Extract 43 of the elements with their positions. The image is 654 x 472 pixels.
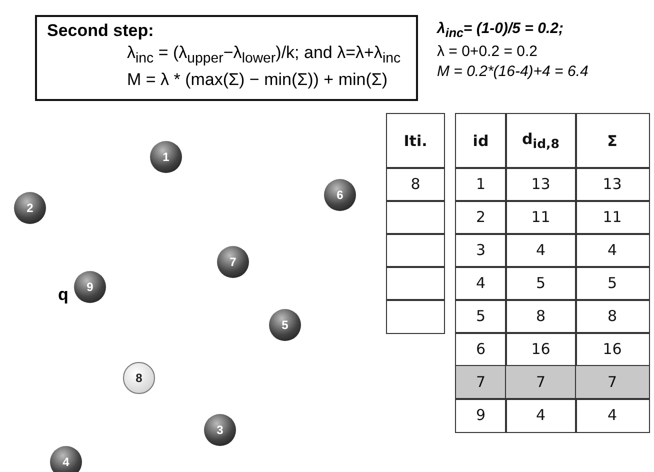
header-cell: Σ	[575, 113, 650, 168]
table-cell: 3	[455, 233, 506, 268]
table-cell: 4	[505, 398, 576, 432]
header-cell: Iti.	[386, 113, 445, 168]
table-cell: 9	[455, 398, 506, 432]
numbered-circle: 9	[74, 271, 106, 303]
table-cell: 4	[575, 398, 650, 432]
table-cell: 5	[575, 266, 650, 300]
table-cell: 5	[455, 299, 506, 334]
point-label: q	[58, 285, 68, 305]
table-cell: 2	[455, 200, 506, 234]
formula-heading: Second step:	[47, 21, 154, 41]
numbered-circle: 6	[324, 179, 356, 211]
numbered-circle: 3	[204, 414, 236, 446]
table-cell: 4	[575, 233, 650, 268]
table-cell: 4	[455, 266, 506, 300]
table-cell: 8	[505, 299, 576, 334]
table-cell: 5	[505, 266, 576, 300]
calculation-note: λ$_{inc}$= (1-0)/5 = 0.2;	[437, 20, 564, 40]
numbered-circle: 1	[150, 141, 182, 173]
table-cell: 7	[455, 365, 506, 400]
formula-box	[35, 15, 418, 101]
numbered-circle: 7	[217, 246, 249, 278]
formula-line: λ$_{inc}$ = (λ$_{upper}$−λ$_{lower}$)/k; and λ=λ+λ$_{inc}$	[127, 42, 401, 68]
numbered-circle: 2	[14, 192, 46, 224]
table-cell: 8	[386, 167, 445, 202]
table-cell: 7	[505, 365, 576, 400]
table-cell: 1	[455, 167, 506, 202]
numbered-circle: 5	[269, 309, 301, 341]
table-cell: 11	[505, 200, 576, 234]
table-cell: 4	[505, 233, 576, 268]
header-cell: id	[455, 113, 506, 168]
table-cell: 13	[505, 167, 576, 202]
numbered-circle: 4	[50, 446, 82, 472]
calculation-note: λ = 0+0.2 = 0.2	[437, 43, 538, 60]
formula-line: M = λ * (max(Σ) − min(Σ)) + min(Σ)	[127, 69, 388, 92]
numbered-circle: 8	[123, 362, 155, 394]
table-cell: 13	[575, 167, 650, 202]
calculation-note: M = 0.2*(16-4)+4 = 6.4	[437, 63, 588, 80]
header-cell: d$_{id,8}$	[505, 113, 576, 168]
table-cell: 8	[575, 299, 650, 334]
table-cell: 11	[575, 200, 650, 234]
table-cell: 7	[575, 365, 650, 400]
